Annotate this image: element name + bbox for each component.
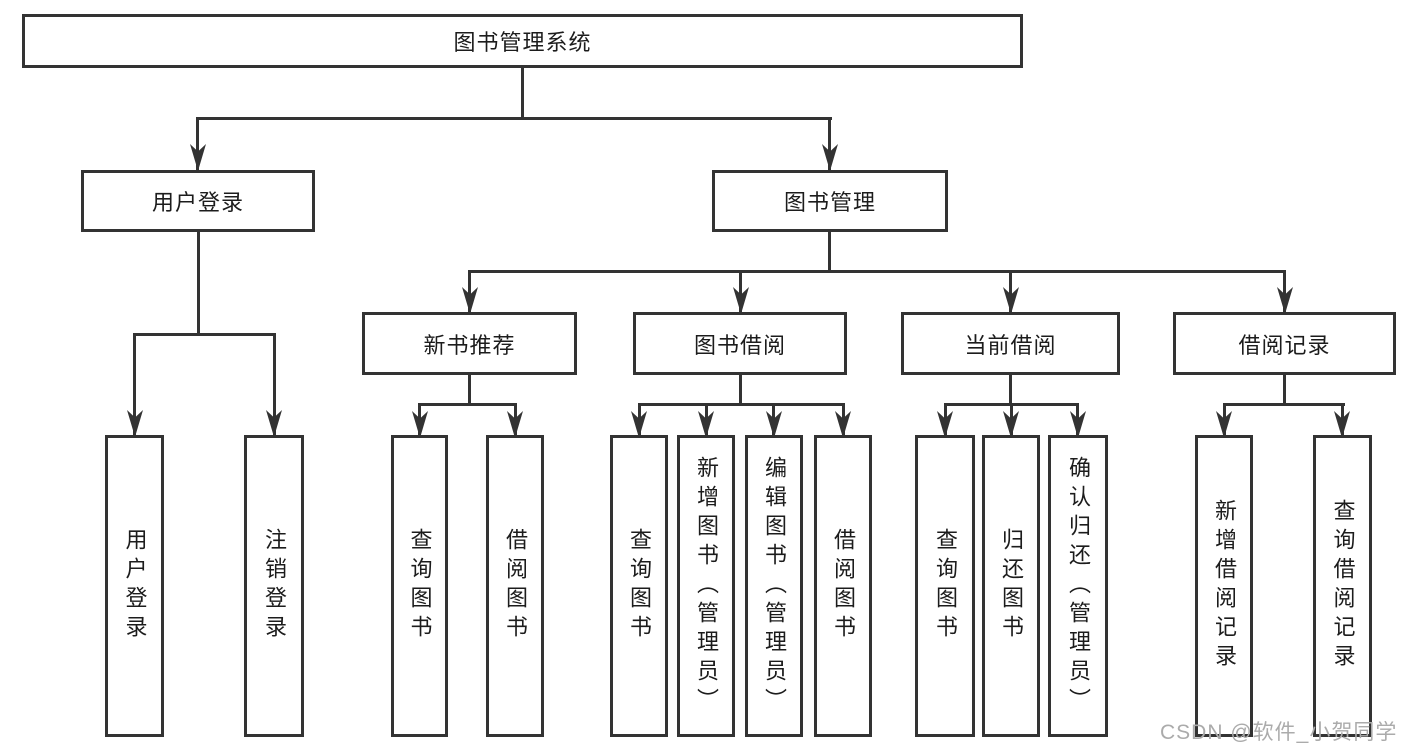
leaf-borrow-book-2-label: 借阅图书 [831, 528, 856, 644]
leaf-query-borrow-record: 查询借阅记录 [1313, 435, 1372, 737]
connector-line [196, 117, 832, 120]
connector-line [468, 270, 471, 313]
node-book-borrow: 图书借阅 [633, 312, 847, 375]
leaf-borrow-book-1: 借阅图书 [486, 435, 544, 737]
connector-line [828, 232, 831, 273]
leaf-confirm-return-admin-label: 确认归还（管理员） [1066, 455, 1091, 717]
connector-line [638, 403, 845, 406]
leaf-borrow-book-2: 借阅图书 [814, 435, 872, 737]
node-new-book-recommend: 新书推荐 [362, 312, 577, 375]
leaf-query-book-3: 查询图书 [915, 435, 975, 737]
leaf-query-book-1: 查询图书 [391, 435, 448, 737]
watermark: CSDN @软件_小贺同学 [1160, 721, 1398, 744]
leaf-add-book-admin-label: 新增图书（管理员） [694, 455, 719, 717]
node-root: 图书管理系统 [22, 14, 1023, 68]
leaf-add-book-admin: 新增图书（管理员） [677, 435, 735, 737]
connector-line [418, 403, 517, 406]
leaf-query-borrow-record-label: 查询借阅记录 [1330, 499, 1356, 673]
leaf-return-book-label: 归还图书 [999, 528, 1024, 644]
connector-line [1283, 374, 1286, 405]
connector-line [739, 374, 742, 405]
node-root-label: 图书管理系统 [453, 30, 592, 55]
connector-line [739, 270, 742, 313]
leaf-edit-book-admin-label: 编辑图书（管理员） [762, 455, 787, 717]
leaf-return-book: 归还图书 [982, 435, 1040, 737]
leaf-query-book-2-label: 查询图书 [627, 528, 652, 644]
leaf-confirm-return-admin: 确认归还（管理员） [1048, 435, 1108, 737]
node-user-login: 用户登录 [81, 170, 315, 232]
leaf-user-login: 用户登录 [105, 435, 164, 737]
leaf-logout-label: 注销登录 [262, 528, 287, 644]
leaf-query-book-3-label: 查询图书 [933, 528, 958, 644]
leaf-query-book-2: 查询图书 [610, 435, 668, 737]
connector-line [133, 333, 276, 336]
connector-line [1009, 270, 1012, 313]
connector-line [273, 333, 276, 435]
connector-line [133, 333, 136, 435]
node-borrow-record-label: 借阅记录 [1238, 332, 1331, 358]
leaf-borrow-book-1-label: 借阅图书 [503, 528, 528, 644]
leaf-logout: 注销登录 [244, 435, 304, 737]
node-new-book-recommend-label: 新书推荐 [423, 332, 516, 358]
leaf-user-login-label: 用户登录 [122, 528, 148, 644]
connector-line [1283, 270, 1286, 313]
connector-line [828, 117, 831, 170]
connector-line [1223, 403, 1345, 406]
node-current-borrow-label: 当前借阅 [964, 332, 1057, 358]
leaf-edit-book-admin: 编辑图书（管理员） [745, 435, 803, 737]
leaf-query-book-1-label: 查询图书 [407, 528, 433, 644]
node-book-management-label: 图书管理 [783, 190, 876, 215]
connector-line [468, 374, 471, 405]
connector-line [196, 117, 199, 170]
leaf-add-borrow-record: 新增借阅记录 [1195, 435, 1253, 737]
node-book-borrow-label: 图书借阅 [693, 332, 786, 358]
connector-line [521, 66, 524, 119]
node-borrow-record: 借阅记录 [1173, 312, 1396, 375]
connector-line [197, 232, 200, 335]
connector-line [1009, 374, 1012, 405]
connector-line [468, 270, 1286, 273]
leaf-add-borrow-record-label: 新增借阅记录 [1212, 499, 1237, 673]
node-current-borrow: 当前借阅 [901, 312, 1120, 375]
node-user-login-label: 用户登录 [151, 190, 244, 215]
node-book-management: 图书管理 [712, 170, 948, 232]
